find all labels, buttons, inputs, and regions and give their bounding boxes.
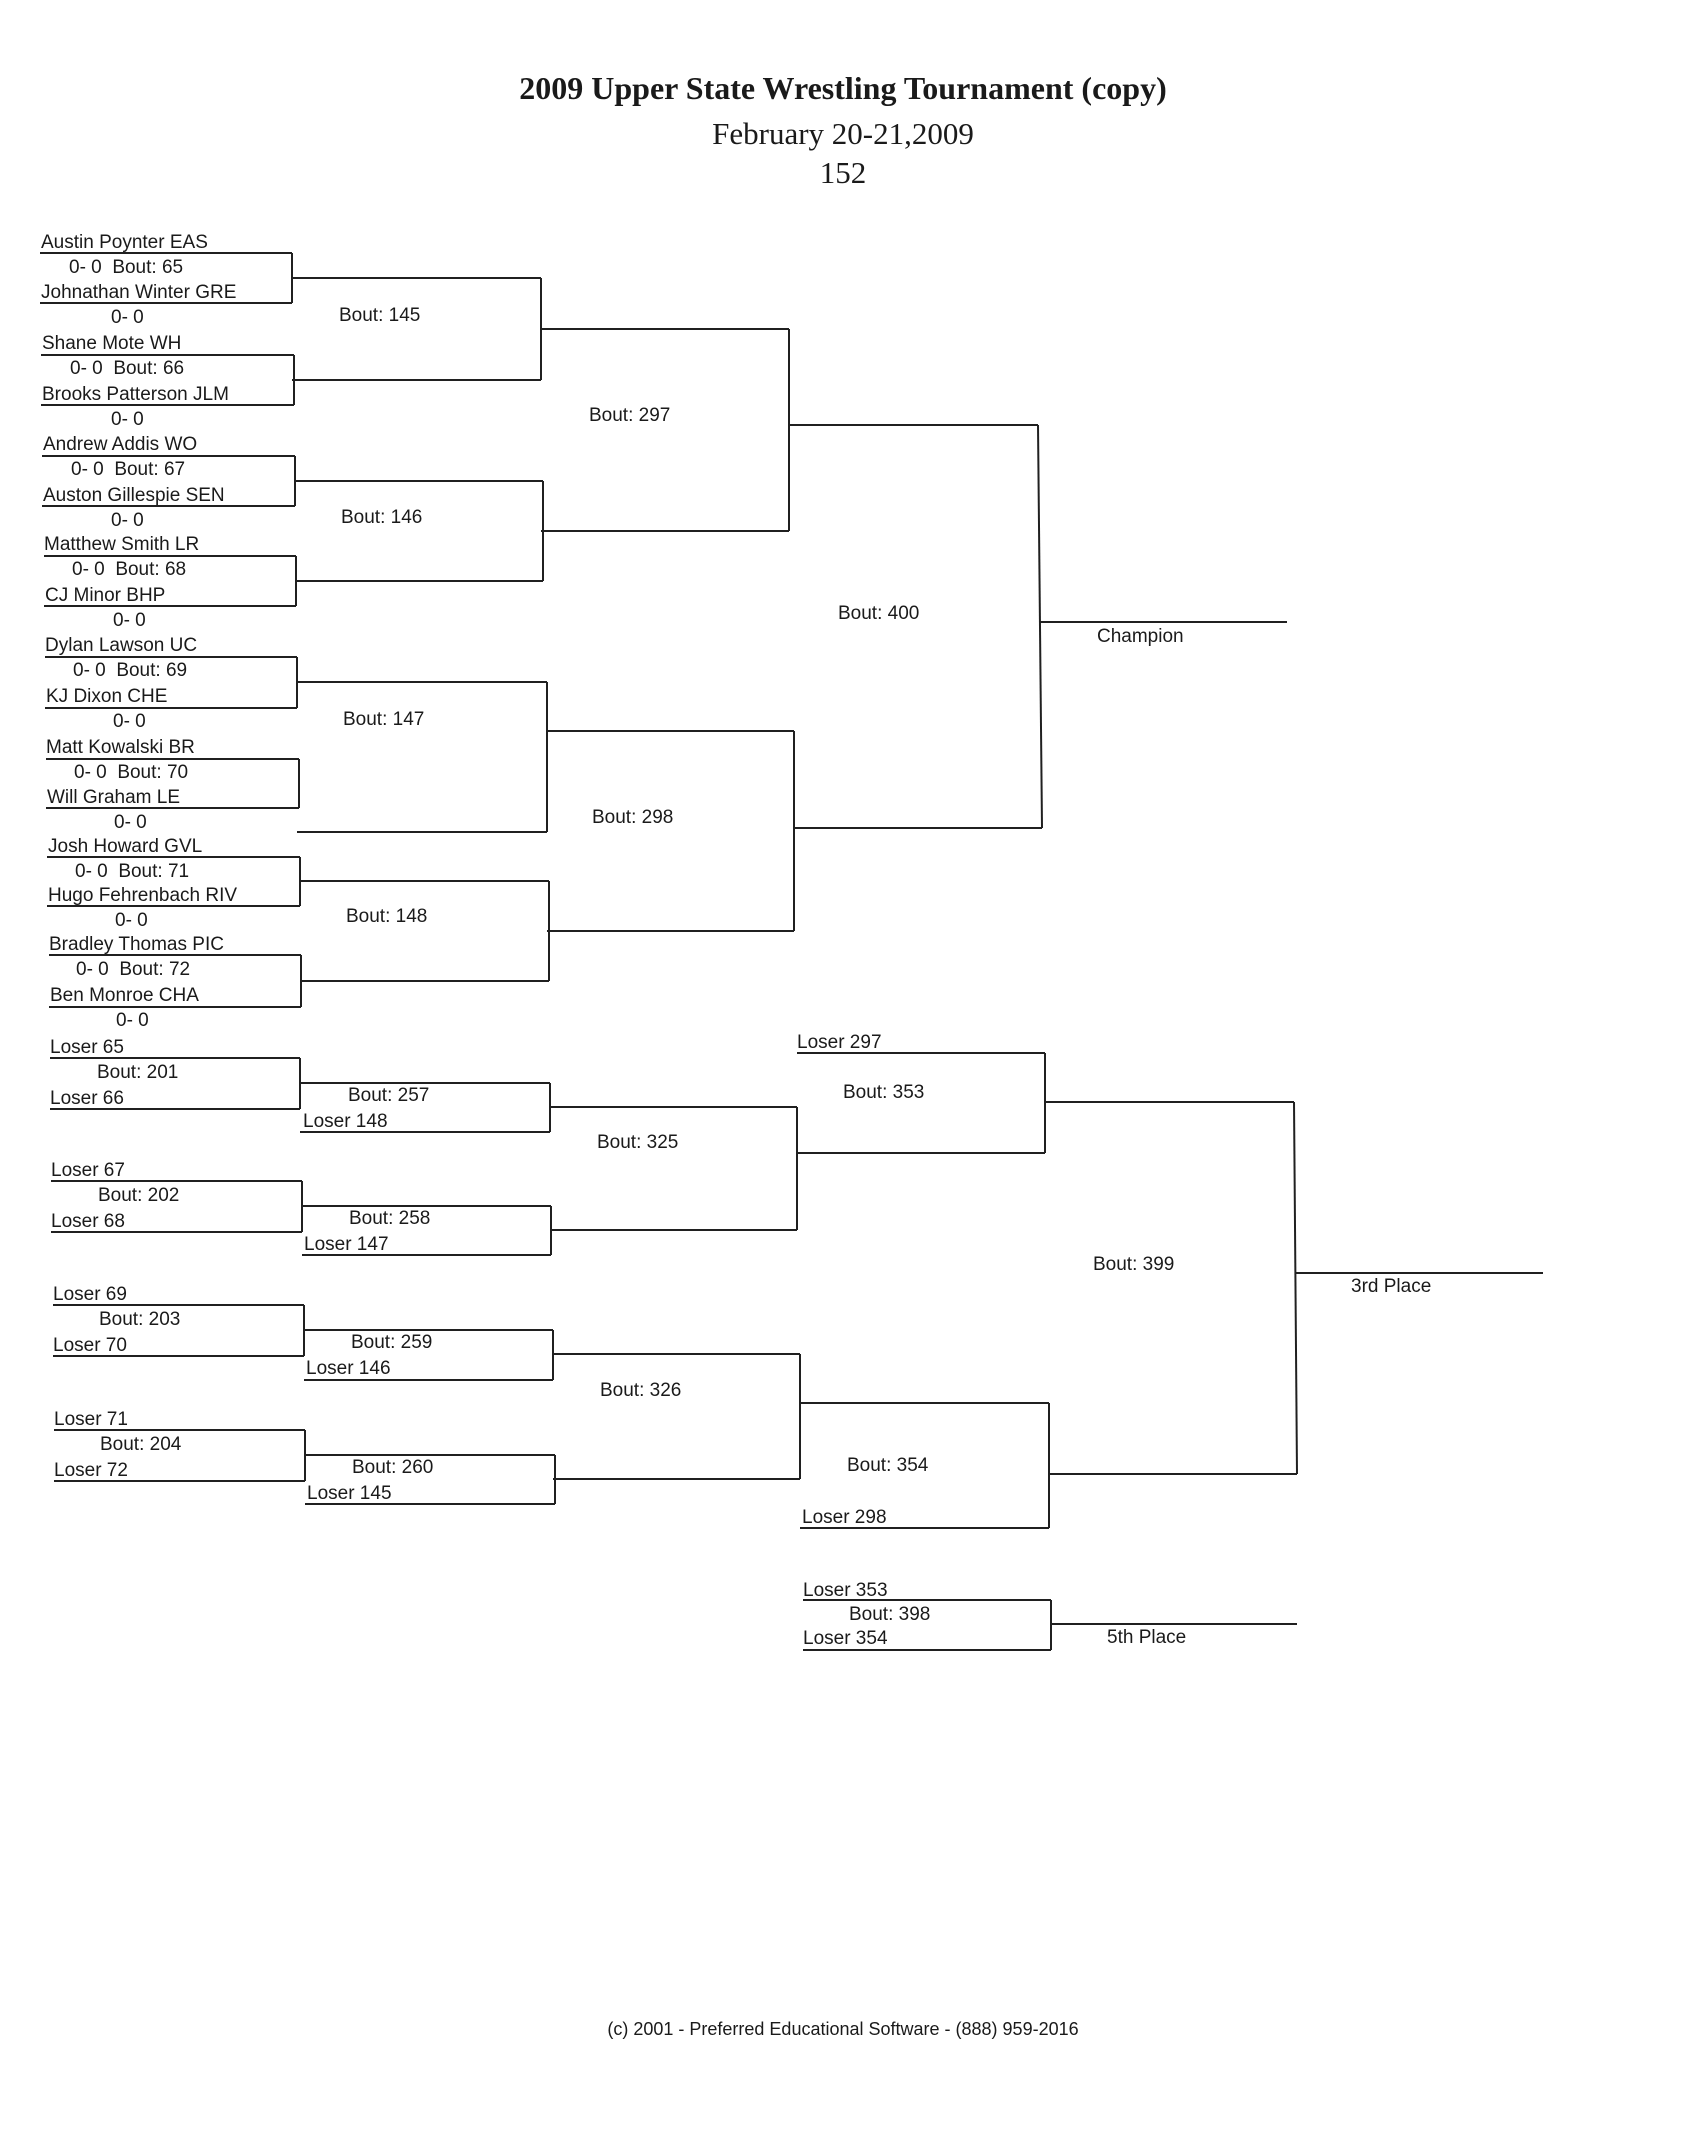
champion-label: Champion (1097, 626, 1184, 647)
bout-number: Bout: 259 (351, 1332, 433, 1353)
bout-number: Bout: 399 (1093, 1254, 1175, 1275)
bout-number: Bout: 354 (847, 1455, 929, 1476)
wrestler-name: Matt Kowalski BR (46, 737, 195, 758)
bout-number: Bout: 68 (115, 559, 187, 580)
bracket-line (1293, 1101, 1298, 1475)
wrestler-name: CJ Minor BHP (45, 585, 166, 606)
weight-class: 152 (819, 155, 867, 190)
bout-label: 0- 0 Bout: 68 (72, 559, 186, 581)
wrestler-record: 0- 0 (74, 762, 107, 783)
wrestler-record: 0- 0 (116, 1010, 149, 1031)
bout-number: Bout: 258 (349, 1208, 431, 1229)
wrestler-name: Matthew Smith LR (44, 534, 200, 555)
loser-label: Loser 72 (54, 1460, 128, 1481)
wrestler-name: Bradley Thomas PIC (49, 934, 224, 955)
bout-number: Bout: 203 (99, 1309, 181, 1330)
bout-label: 0- 0 Bout: 70 (74, 762, 188, 784)
loser-label: Loser 71 (54, 1409, 128, 1430)
wrestler-record: 0- 0 (70, 358, 103, 379)
bout-number: Bout: 257 (348, 1085, 430, 1106)
wrestler-name: KJ Dixon CHE (46, 686, 168, 707)
bout-number: Bout: 260 (352, 1457, 434, 1478)
bout-label: 0- 0 Bout: 69 (73, 660, 187, 682)
bout-label: 0- 0 Bout: 65 (69, 257, 183, 279)
bout-label: 0- 0 Bout: 67 (71, 459, 185, 481)
bout-number: Bout: 353 (843, 1082, 925, 1103)
loser-label: Loser 145 (307, 1483, 392, 1504)
tournament-date: February 20-21,2009 (712, 116, 974, 151)
loser-label: Loser 69 (53, 1284, 127, 1305)
wrestler-record: 0- 0 (113, 711, 146, 732)
wrestler-name: Hugo Fehrenbach RIV (48, 885, 238, 906)
wrestler-record: 0- 0 (115, 910, 148, 931)
bout-number: Bout: 298 (592, 807, 674, 828)
bout-number: Bout: 147 (343, 709, 425, 730)
bout-number: Bout: 65 (112, 257, 184, 278)
wrestler-name: Austin Poynter EAS (41, 232, 208, 253)
wrestler-name: Ben Monroe CHA (50, 985, 199, 1006)
loser-label: Loser 353 (803, 1580, 888, 1601)
wrestler-name: Brooks Patterson JLM (42, 384, 229, 405)
bout-number: Bout: 70 (117, 762, 189, 783)
bout-number: Bout: 69 (116, 660, 188, 681)
wrestler-record: 0- 0 (69, 257, 102, 278)
wrestler-record: 0- 0 (111, 409, 144, 430)
loser-label: Loser 67 (51, 1160, 125, 1181)
wrestler-name: Dylan Lawson UC (45, 635, 198, 656)
fifth-place-label: 5th Place (1107, 1627, 1187, 1648)
bout-number: Bout: 67 (114, 459, 186, 480)
bout-number: Bout: 297 (589, 405, 671, 426)
wrestler-name: Will Graham LE (47, 787, 181, 808)
loser-label: Loser 146 (306, 1358, 391, 1379)
loser-label: Loser 298 (802, 1507, 887, 1528)
wrestler-record: 0- 0 (111, 510, 144, 531)
bout-label: 0- 0 Bout: 72 (76, 959, 190, 981)
wrestler-record: 0- 0 (76, 959, 109, 980)
bout-number: Bout: 400 (838, 603, 920, 624)
loser-label: Loser 148 (303, 1111, 388, 1132)
bout-number: Bout: 325 (597, 1132, 679, 1153)
bout-number: Bout: 204 (100, 1434, 182, 1455)
bout-number: Bout: 66 (113, 358, 185, 379)
bout-number: Bout: 146 (341, 507, 423, 528)
third-place-label: 3rd Place (1351, 1276, 1432, 1297)
bracket-line (1037, 424, 1043, 829)
loser-label: Loser 297 (797, 1032, 882, 1053)
tournament-title: 2009 Upper State Wrestling Tournament (c… (519, 70, 1167, 106)
wrestler-name: Johnathan Winter GRE (41, 282, 237, 303)
bout-number: Bout: 398 (849, 1604, 931, 1625)
wrestler-record: 0- 0 (113, 610, 146, 631)
bout-number: Bout: 148 (346, 906, 428, 927)
loser-label: Loser 70 (53, 1335, 127, 1356)
wrestler-name: Auston Gillespie SEN (43, 485, 225, 506)
bout-number: Bout: 72 (119, 959, 191, 980)
bout-number: Bout: 71 (118, 861, 190, 882)
wrestler-name: Shane Mote WH (42, 333, 182, 354)
wrestler-name: Josh Howard GVL (48, 836, 203, 857)
wrestler-record: 0- 0 (71, 459, 104, 480)
loser-label: Loser 65 (50, 1037, 124, 1058)
bout-number: Bout: 145 (339, 305, 421, 326)
bout-number: Bout: 202 (98, 1185, 180, 1206)
wrestler-record: 0- 0 (75, 861, 108, 882)
wrestler-name: Andrew Addis WO (43, 434, 198, 455)
wrestler-record: 0- 0 (73, 660, 106, 681)
bout-number: Bout: 201 (97, 1062, 179, 1083)
wrestler-record: 0- 0 (72, 559, 105, 580)
copyright-footer: (c) 2001 - Preferred Educational Softwar… (607, 2019, 1079, 2039)
bout-number: Bout: 326 (600, 1380, 682, 1401)
bout-label: 0- 0 Bout: 71 (75, 861, 189, 883)
wrestler-record: 0- 0 (114, 812, 147, 833)
bout-label: 0- 0 Bout: 66 (70, 358, 184, 380)
wrestler-record: 0- 0 (111, 307, 144, 328)
loser-label: Loser 66 (50, 1088, 124, 1109)
loser-label: Loser 147 (304, 1234, 389, 1255)
loser-label: Loser 68 (51, 1211, 125, 1232)
loser-label: Loser 354 (803, 1628, 888, 1649)
